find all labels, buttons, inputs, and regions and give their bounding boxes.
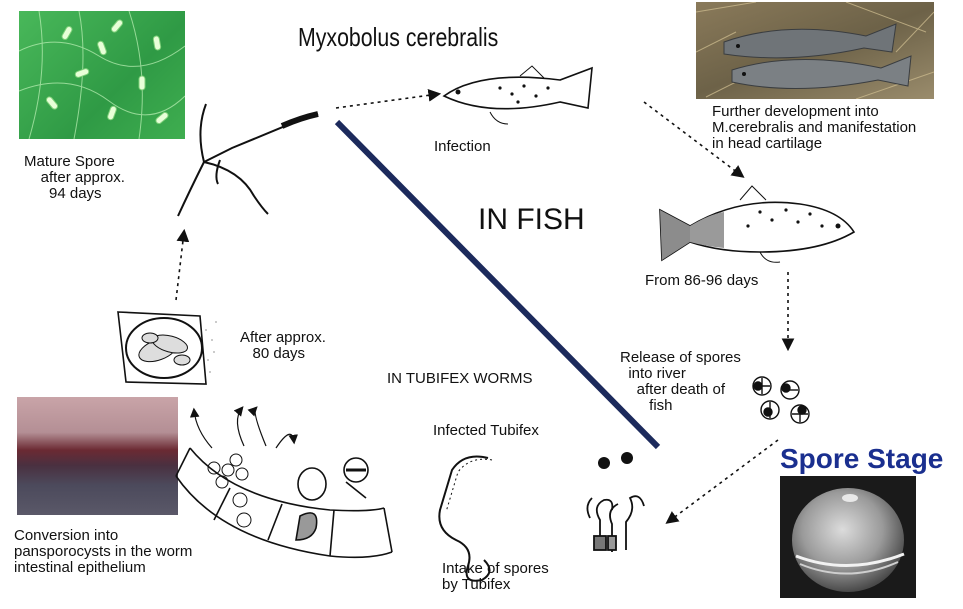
label-86-96-days: From 86-96 days	[645, 272, 759, 289]
pansporocyst-icon	[117, 311, 217, 385]
spore-sem-photo	[780, 476, 916, 598]
diagram-title: Myxobolus cerebralis	[298, 22, 499, 52]
fish-tubifex-divider	[334, 119, 661, 450]
infected-fish-photo	[696, 2, 934, 99]
label-after-80-days: After approx. 80 days	[240, 329, 326, 362]
label-mature-spore: Mature Spore after approx. 94 days	[24, 153, 125, 202]
label-further-development: Further development into M.cerebralis an…	[712, 103, 917, 152]
spore-stage-heading: Spore Stage	[780, 443, 944, 474]
label-release-spores: Release of spores into river after death…	[620, 349, 741, 414]
intestinal-epithelium-photo	[17, 397, 178, 515]
free-spores-icon	[598, 452, 633, 469]
mature-spore-micrograph	[19, 11, 185, 139]
triactinomyxon-icon	[177, 103, 319, 217]
label-infected-tubifex: Infected Tubifex	[433, 422, 539, 439]
region-label-in-tubifex: IN TUBIFEX WORMS	[387, 370, 533, 387]
epithelium-segment-icon	[175, 447, 393, 559]
infected-tubifex-icon	[438, 455, 493, 582]
emergence-arrows	[189, 406, 298, 449]
infection-fish-icon	[442, 65, 593, 125]
deformed-fish-icon	[659, 185, 856, 263]
cycle-arrows	[175, 88, 795, 524]
released-spores-icon	[752, 376, 810, 424]
label-conversion: Conversion into pansporocysts in the wor…	[14, 527, 193, 576]
region-label-in-fish: IN FISH	[478, 203, 585, 236]
label-infection: Infection	[434, 138, 491, 155]
label-intake-spores: Intake of spores by Tubifex	[442, 560, 549, 593]
tubifex-intake-icon	[586, 495, 645, 552]
